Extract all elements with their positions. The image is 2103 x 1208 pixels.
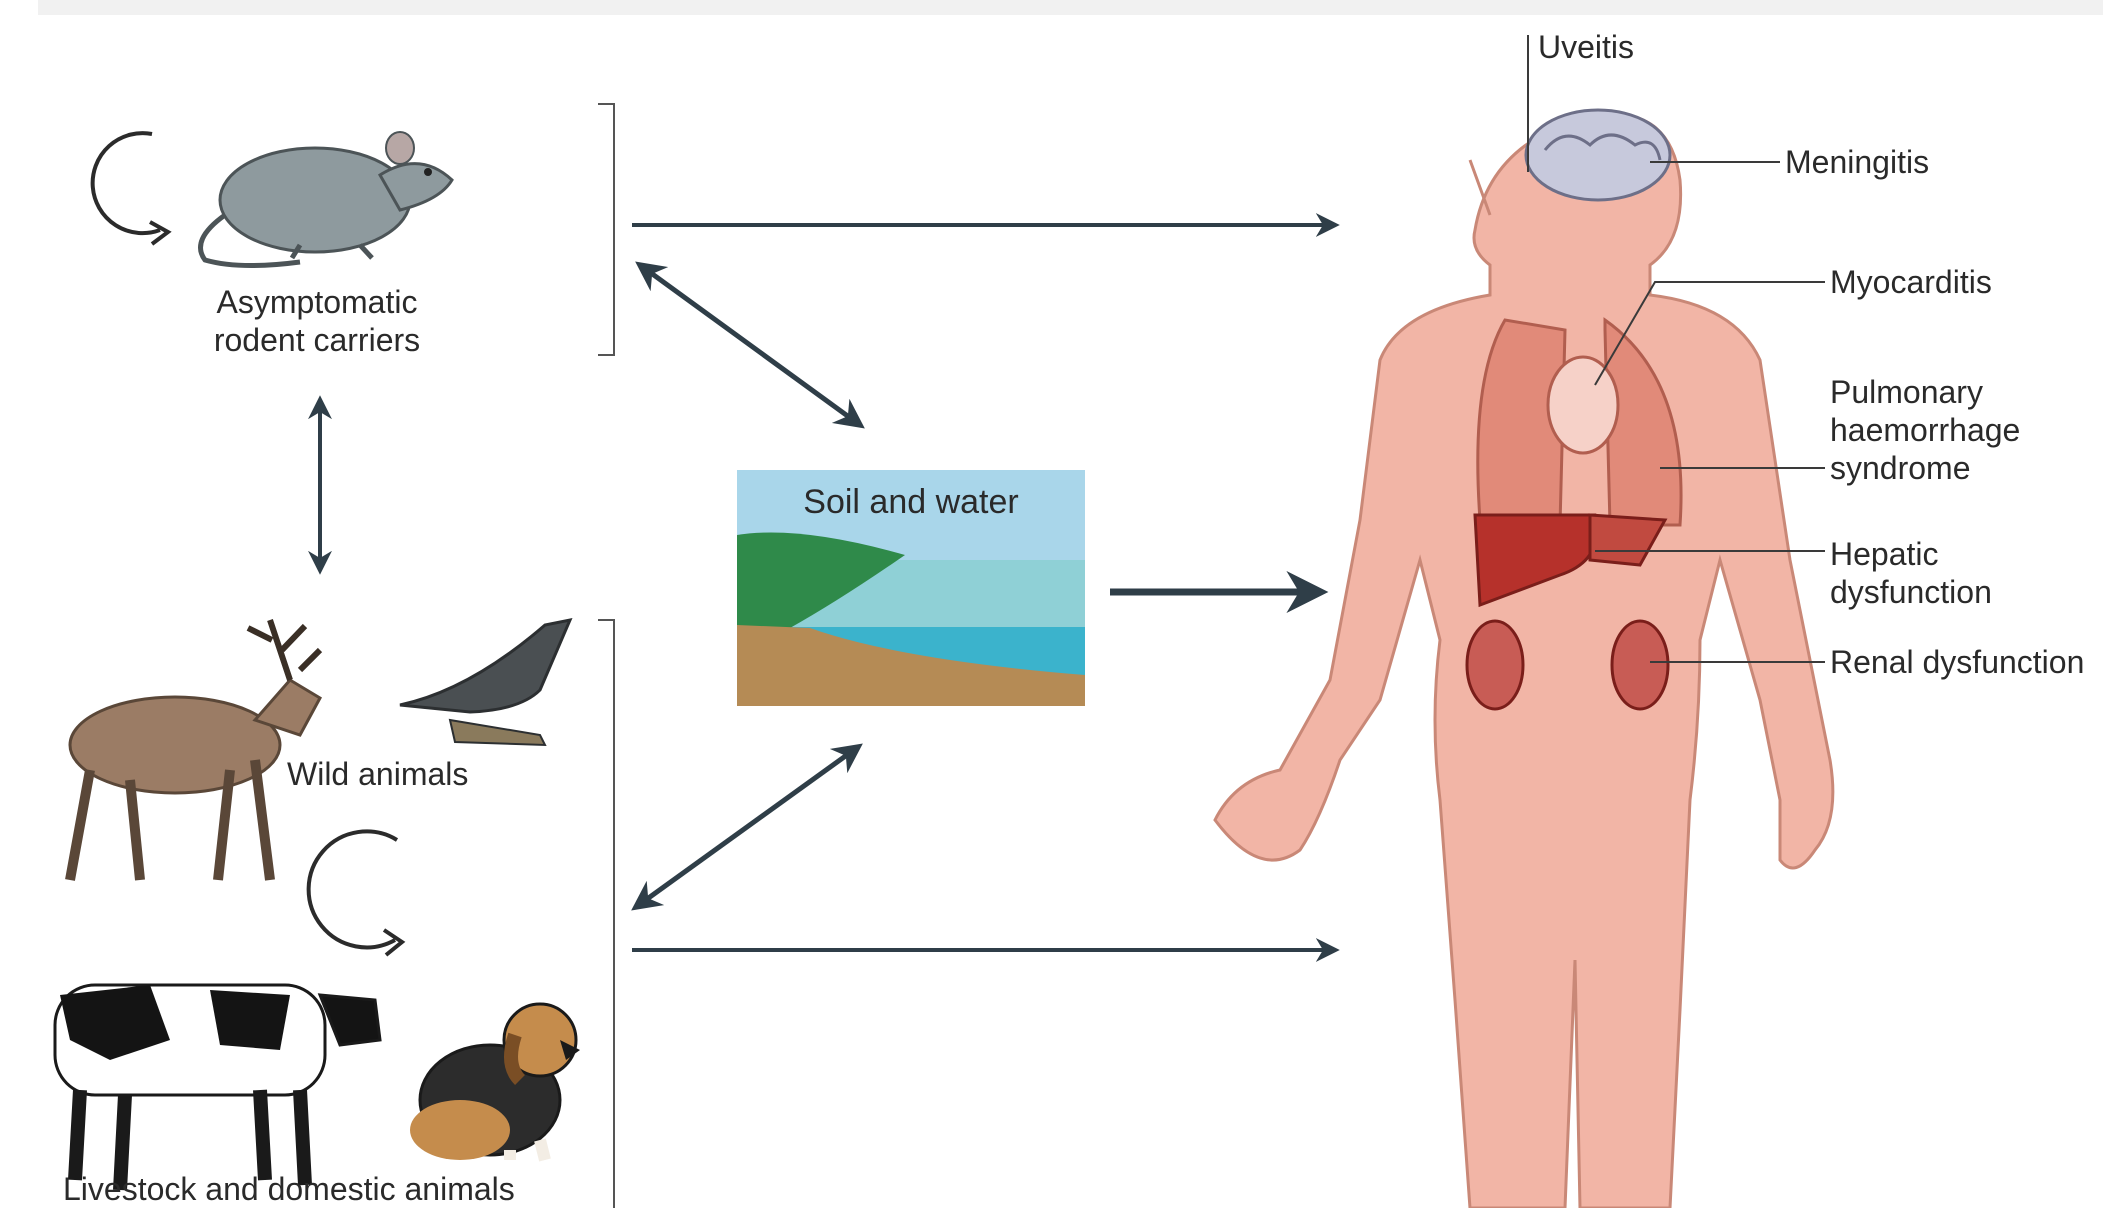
pulmonary-line3: syndrome (1830, 449, 2020, 487)
soil-and-water-label: Soil and water (737, 470, 1085, 534)
livestock-label: Livestock and domestic animals (63, 1170, 515, 1208)
rodent-soil-arrow (640, 265, 860, 425)
rodent-icon (201, 132, 453, 266)
deer-icon (70, 620, 320, 880)
heart-icon (1548, 357, 1618, 453)
hepatic-line2: dysfunction (1830, 573, 1992, 611)
pulmonary-line1: Pulmonary (1830, 373, 2020, 411)
animal-cycle-arrow-icon (309, 831, 402, 955)
brain-icon (1526, 110, 1670, 200)
rodent-carriers-label: Asymptomatic rodent carriers (192, 283, 442, 360)
animal-bracket (598, 620, 614, 1208)
rodent-cycle-arrow-icon (93, 133, 168, 244)
bird-icon (400, 620, 570, 745)
pulmonary-label: Pulmonary haemorrhage syndrome (1830, 373, 2020, 487)
rodent-bracket (598, 104, 614, 355)
uveitis-label: Uveitis (1538, 28, 1634, 66)
hepatic-line1: Hepatic (1830, 535, 1992, 573)
renal-label: Renal dysfunction (1830, 643, 2084, 681)
wild-animals-label: Wild animals (287, 755, 468, 793)
myocarditis-label: Myocarditis (1830, 263, 1992, 301)
rodent-label-line2: rodent carriers (192, 321, 442, 359)
meningitis-label: Meningitis (1785, 143, 1929, 181)
rodent-label-line1: Asymptomatic (192, 283, 442, 321)
dog-icon (410, 1004, 580, 1160)
hepatic-label: Hepatic dysfunction (1830, 535, 1992, 611)
cow-icon (55, 985, 380, 1190)
animal-soil-arrow (636, 747, 858, 907)
pulmonary-line2: haemorrhage (1830, 411, 2020, 449)
